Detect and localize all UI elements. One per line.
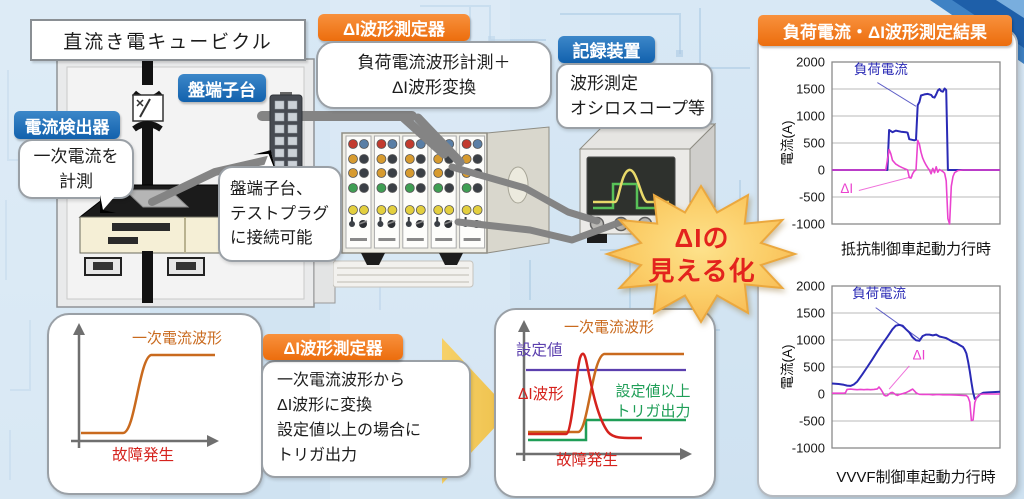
trigger-diagram xyxy=(516,320,692,461)
starburst-shape xyxy=(603,184,799,324)
terminal-note-bubble: 盤端子台、 テストプラグ に接続可能 xyxy=(218,166,342,262)
svg-text:電流(A): 電流(A) xyxy=(780,121,795,166)
terminal-label: 盤端子台 xyxy=(178,74,266,102)
svg-text:ΔI: ΔI xyxy=(913,347,926,362)
delta-waveform-label: ΔI波形 xyxy=(518,386,564,403)
svg-text:500: 500 xyxy=(803,360,825,375)
terminal-block xyxy=(269,92,303,190)
results-panel xyxy=(757,28,1018,497)
svg-text:負荷電流: 負荷電流 xyxy=(854,62,908,77)
recorder-label: 記録装置 xyxy=(558,36,655,63)
detector-label: 電流検出器 xyxy=(14,111,120,139)
svg-text:ΔI: ΔI xyxy=(840,181,853,196)
cable-detector-to-terminal xyxy=(148,154,280,206)
cable-device-to-osc-2 xyxy=(454,218,625,244)
recorder-note-text: 波形測定 オシロスコープ等 xyxy=(570,73,705,119)
cubicle-title: 直流き電キュービクル xyxy=(30,19,306,61)
svg-text:1000: 1000 xyxy=(796,333,825,348)
switch-symbol xyxy=(132,94,164,122)
osc-trace-yellow xyxy=(593,168,669,204)
chart-caption-2: VVVF制御車起動力行時 xyxy=(836,469,996,486)
svg-text:1500: 1500 xyxy=(796,306,825,321)
delta-i-spike-curve xyxy=(528,352,643,440)
svg-text:-500: -500 xyxy=(799,190,825,205)
measurer-note-bubble: 負荷電流波形計測＋ ΔI波形変換 xyxy=(316,41,552,109)
converter-note-bubble: 一次電流波形から ΔI波形に変換 設定値以上の場合に トリガ出力 xyxy=(261,360,471,478)
measurer-label: ΔI波形測定器 xyxy=(318,14,470,41)
svg-text:電流(A): 電流(A) xyxy=(780,345,795,390)
svg-text:500: 500 xyxy=(803,136,825,151)
svg-text:0: 0 xyxy=(818,387,825,402)
cubicle-title-text: 直流き電キュービクル xyxy=(63,31,273,53)
detector-note-bubble: 一次電流を 計測 xyxy=(18,139,134,199)
primary-curve-label-2: 一次電流波形 xyxy=(564,319,655,336)
svg-text:0: 0 xyxy=(818,163,825,178)
svg-text:2000: 2000 xyxy=(796,279,825,294)
svg-text:1500: 1500 xyxy=(796,82,825,97)
trigger-output-label: 設定値以上 トリガ出力 xyxy=(615,383,691,421)
svg-text:2000: 2000 xyxy=(796,55,825,70)
chart-caption-1: 抵抗制御車起動力行時 xyxy=(840,241,991,258)
recorder-note-bubble: 波形測定 オシロスコープ等 xyxy=(556,63,713,129)
primary-waveform-box xyxy=(47,313,263,495)
results-header: 負荷電流・ΔI波形測定結果 xyxy=(758,15,1012,46)
detector-note-text: 一次電流を 計測 xyxy=(33,146,119,192)
converter-label: ΔI波形測定器 xyxy=(263,334,403,360)
starburst-text: ΔIの 見える化 xyxy=(648,223,756,286)
door-handle xyxy=(84,257,122,276)
osc-trace-green xyxy=(593,182,667,210)
cable-device-to-osc-1 xyxy=(448,163,601,225)
measurer-note-text: 負荷電流波形計測＋ ΔI波形変換 xyxy=(357,52,511,98)
trigger-diagram-box xyxy=(494,308,716,498)
chart-vvvf-control: 2000 1500 1000 500 0 -500 -1000 電流(A) 負荷電流 ΔI xyxy=(780,279,1001,456)
terminal-note-text: 盤端子台、 テストプラグ に接続可能 xyxy=(230,179,329,248)
chart-resistance-control: 2000 1500 1000 500 0 -500 -1000 電流(A) 負荷電流 ΔI xyxy=(780,55,1001,232)
svg-text:-1000: -1000 xyxy=(792,441,825,456)
trigger-output-line xyxy=(528,418,686,442)
delta-i-measuring-device xyxy=(333,126,550,288)
svg-text:1000: 1000 xyxy=(796,109,825,124)
threshold-label: 設定値 xyxy=(516,342,563,359)
svg-text:負荷電流: 負荷電流 xyxy=(852,286,906,301)
detector-note-tail xyxy=(100,195,116,213)
primary-curve-label: 一次電流波形 xyxy=(132,330,223,347)
fault-event-label-1: 故障発生 xyxy=(112,447,175,464)
osc-screen xyxy=(586,156,676,216)
door-handle xyxy=(167,257,205,276)
primary-current-curve-2 xyxy=(528,352,684,434)
primary-current-curve xyxy=(81,353,215,435)
fault-event-label-2: 故障発生 xyxy=(556,452,619,469)
converter-note-text: 一次電流波形から ΔI波形に変換 設定値以上の場合に トリガ出力 xyxy=(277,372,422,464)
primary-waveform-diagram xyxy=(71,323,219,448)
svg-text:-500: -500 xyxy=(799,414,825,429)
svg-text:-1000: -1000 xyxy=(792,217,825,232)
